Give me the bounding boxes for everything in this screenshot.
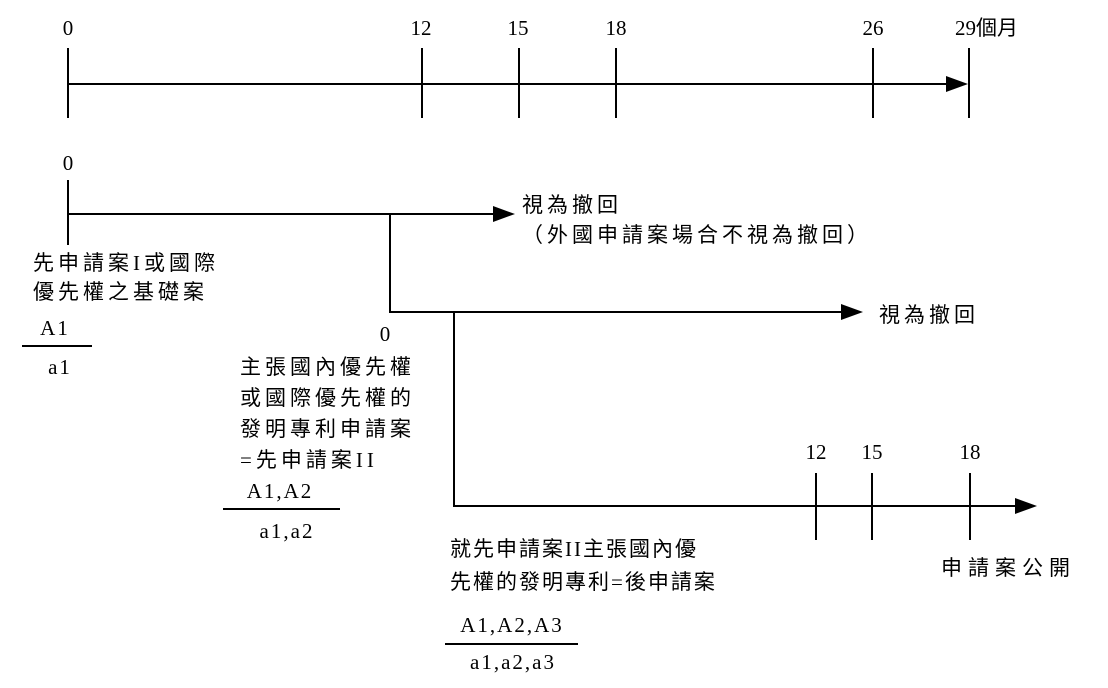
month-scale-tick-0 xyxy=(67,48,69,118)
later-app-line xyxy=(454,505,1015,507)
second-prior-app-origin-label: 0 xyxy=(379,322,391,346)
month-scale-tick-12 xyxy=(421,48,423,118)
first-prior-app-note-line-2: 優先權之基礎案 xyxy=(33,280,208,304)
second-prior-app-note-text: 主張國內優先權 或國際優先權的 發明專利申請案 =先申請案II xyxy=(240,352,415,476)
later-app-tick-label-18: 18 xyxy=(959,440,981,464)
withdrawn-label-line-2: （外國申請案場合不視為撤回） xyxy=(522,223,872,247)
month-scale-tick-label-26: 26 xyxy=(862,16,884,40)
later-app-tick-label-12: 12 xyxy=(805,440,827,464)
month-scale-arrowhead-icon xyxy=(946,76,968,92)
later-app-tick-18 xyxy=(969,473,971,540)
later-app-note-line-1: 就先申請案II主張國內優 xyxy=(450,537,698,561)
later-app-tick-12 xyxy=(815,473,817,540)
later-app-note-text: 就先申請案II主張國內優 先權的發明專利=後申請案 xyxy=(450,533,717,599)
first-prior-app-fraction-bar xyxy=(22,345,92,347)
month-scale-tick-26 xyxy=(872,48,874,118)
application-published-label: 申請案公開 xyxy=(941,556,1076,580)
month-scale-tick-15 xyxy=(518,48,520,118)
second-prior-app-fraction-numerator: A1,A2 xyxy=(246,479,314,503)
later-app-fraction-bar xyxy=(445,643,578,645)
first-prior-app-fraction-numerator: A1 xyxy=(40,316,70,340)
later-app-arrowhead-icon xyxy=(1015,498,1037,514)
month-scale-tick-label-18: 18 xyxy=(605,16,627,40)
month-scale-tick-29 xyxy=(968,48,970,118)
first-prior-app-note-line-1: 先申請案I或國際 xyxy=(33,251,219,275)
month-scale-tick-label-15: 15 xyxy=(507,16,529,40)
first-prior-app-arrowhead-icon xyxy=(493,206,515,222)
branch-to-second-prior-app-line xyxy=(389,213,391,313)
second-prior-app-fraction-bar xyxy=(223,508,340,510)
first-prior-app-fraction-denominator: a1 xyxy=(48,355,72,379)
month-scale-tick-label-29-months: 29個月 xyxy=(955,16,1018,40)
month-scale-tick-18 xyxy=(615,48,617,118)
later-app-fraction-numerator: A1,A2,A3 xyxy=(460,613,564,637)
first-prior-app-note-text: 先申請案I或國際 優先權之基礎案 xyxy=(33,249,219,307)
first-prior-app-origin-label: 0 xyxy=(62,151,74,175)
second-prior-app-arrowhead-icon xyxy=(841,304,863,320)
first-prior-app-line xyxy=(68,213,493,215)
month-scale-tick-label-0: 0 xyxy=(62,16,74,40)
withdrawn-label-line-1: 視為撤回 xyxy=(522,193,622,217)
second-prior-app-note-line-2: 或國際優先權的 xyxy=(240,386,415,410)
branch-to-later-app-line xyxy=(453,311,455,507)
second-prior-app-line xyxy=(390,311,841,313)
month-scale-tick-label-12: 12 xyxy=(410,16,432,40)
later-app-fraction-denominator: a1,a2,a3 xyxy=(470,650,556,674)
second-prior-app-fraction-denominator: a1,a2 xyxy=(259,519,315,543)
second-prior-app-note-line-4: =先申請案II xyxy=(240,448,378,472)
second-prior-app-note-line-3: 發明專利申請案 xyxy=(240,417,415,441)
month-scale-line xyxy=(68,83,946,85)
second-prior-app-note-line-1: 主張國內優先權 xyxy=(240,355,415,379)
second-prior-app-withdrawn-label: 視為撤回 xyxy=(879,303,979,327)
first-prior-app-outcome-text: 視為撤回 （外國申請案場合不視為撤回） xyxy=(522,190,872,250)
later-app-note-line-2: 先權的發明專利=後申請案 xyxy=(450,570,717,594)
first-prior-app-origin-tick xyxy=(67,180,69,245)
later-app-tick-15 xyxy=(871,473,873,540)
later-app-tick-label-15: 15 xyxy=(861,440,883,464)
